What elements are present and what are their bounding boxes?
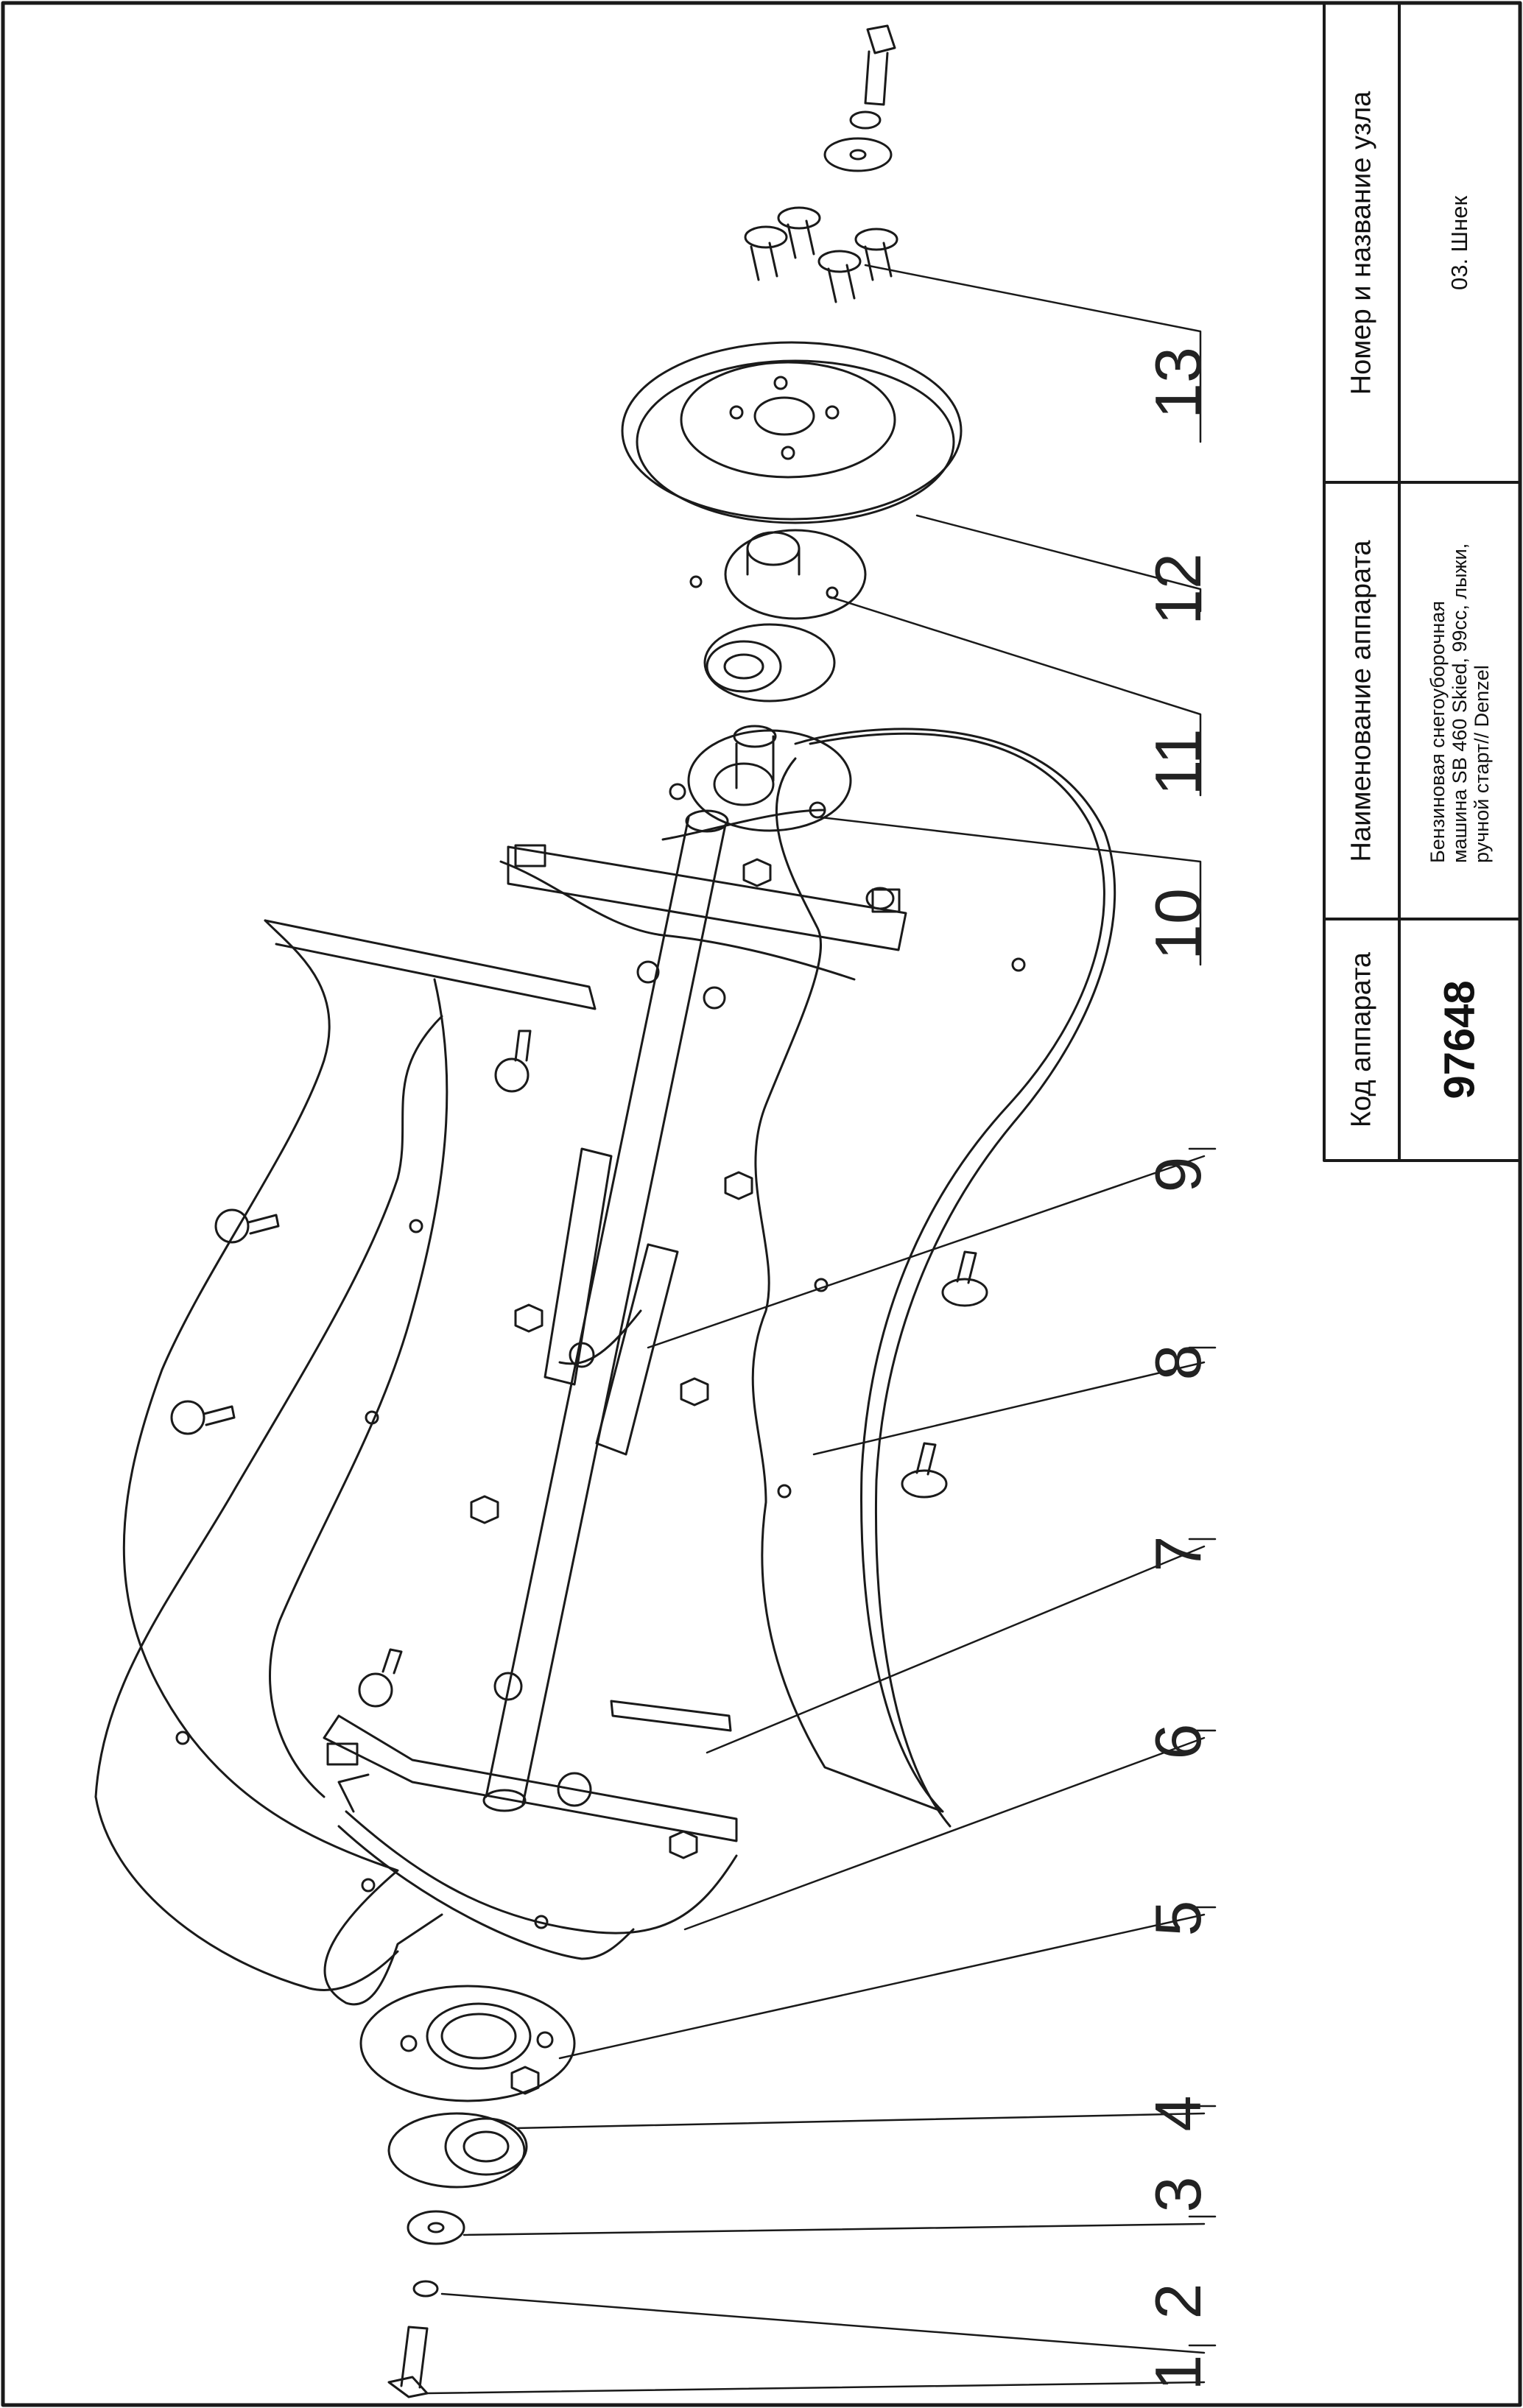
right-housing-plate	[751, 728, 1116, 1828]
center-paddle	[544, 1147, 679, 1456]
right-flange	[669, 725, 852, 832]
callout-13: 13	[1142, 347, 1214, 419]
name-header: Наименование аппарата	[1346, 540, 1377, 862]
lower-auger-frame	[323, 1714, 738, 1960]
callout-1: 1	[1142, 2355, 1214, 2391]
callout-9: 9	[1142, 1157, 1214, 1193]
callout-8: 8	[1142, 1345, 1214, 1381]
callout-11: 11	[1142, 728, 1214, 795]
callout-6: 6	[1142, 1724, 1214, 1760]
left-housing-plate	[94, 919, 597, 2006]
auger-shaft	[482, 809, 729, 1812]
upper-auger-frame	[499, 809, 907, 981]
unit-header: Номер и название узла	[1346, 91, 1377, 395]
callout-7: 7	[1142, 1536, 1214, 1572]
title-block-frame	[1323, 1, 1522, 1162]
left-washer	[407, 2210, 465, 2245]
callout-5: 5	[1142, 1901, 1214, 1937]
callout-labels: 13 12 11 10 9 8 7 6 5 4 3 2 1	[1142, 347, 1214, 2390]
left-bolt	[387, 2326, 429, 2398]
left-lock-washer	[412, 2280, 439, 2298]
callout-10: 10	[1142, 888, 1214, 960]
unit-value: 03. Шнек	[1446, 195, 1472, 291]
right-bearing	[703, 623, 836, 703]
left-flange	[359, 1985, 576, 2102]
fasteners	[170, 858, 988, 2095]
left-bearing	[387, 2112, 528, 2189]
pulley	[621, 341, 963, 524]
callout-12: 12	[1142, 553, 1214, 625]
leader-lines	[426, 264, 1217, 2395]
pulley-bolts	[744, 206, 898, 303]
callout-2: 2	[1142, 2284, 1214, 2320]
callout-4: 4	[1142, 2096, 1214, 2132]
callout-3: 3	[1142, 2177, 1214, 2213]
code-value: 97648	[1435, 980, 1484, 1099]
code-header: Код аппарата	[1346, 951, 1377, 1128]
name-value: Бензиновая снегоуборочная машина SB 460 …	[1427, 543, 1493, 863]
top-bolt	[823, 24, 896, 172]
pulley-hub	[689, 529, 867, 620]
